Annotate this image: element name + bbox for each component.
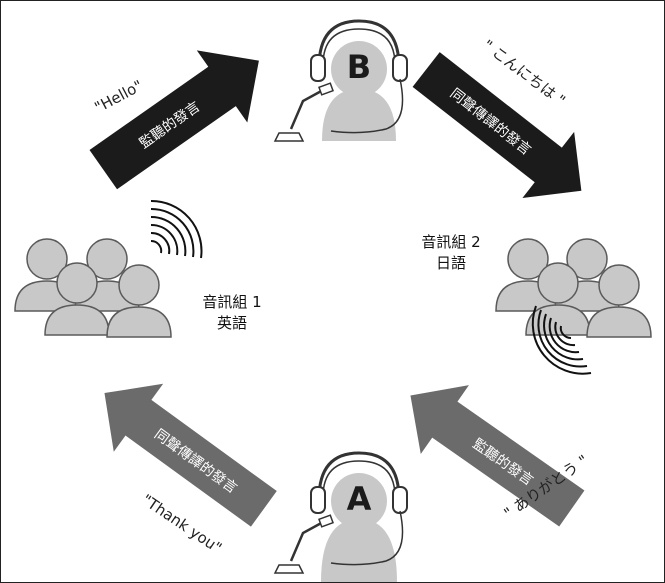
interpreter-b-badge: B bbox=[346, 48, 372, 86]
interpreter-a-badge: A bbox=[346, 480, 372, 518]
quote-hello: "Hello" bbox=[92, 76, 146, 116]
interpreter-b bbox=[273, 19, 408, 142]
channel-1-title: 音訊組 1 bbox=[202, 293, 262, 311]
headphone-right-icon bbox=[392, 486, 408, 514]
audience-right bbox=[495, 238, 652, 375]
channel-2-language: 日語 bbox=[435, 254, 466, 272]
interpreter-b-body bbox=[322, 89, 396, 141]
headphone-band-icon bbox=[317, 451, 401, 500]
channel-2-label: 音訊組 2 日語 bbox=[406, 232, 496, 274]
interpreter-a-head bbox=[331, 473, 387, 529]
microphone-icon bbox=[273, 82, 334, 142]
audience-left bbox=[14, 199, 203, 338]
microphone-icon bbox=[273, 514, 334, 574]
arrow-top-left: 監聽的發言 bbox=[89, 50, 259, 190]
headphone-cable bbox=[330, 510, 404, 566]
headphone-left-icon bbox=[310, 54, 326, 82]
channel-1-label: 音訊組 1 英語 bbox=[187, 292, 277, 334]
quote-thank-you: "Thank you" bbox=[139, 491, 225, 557]
channel-1-language: 英語 bbox=[216, 314, 247, 332]
arrow-bottom-right: 監聽的發言 bbox=[410, 385, 585, 527]
interpreter-a-body bbox=[321, 519, 397, 582]
headphone-cable bbox=[330, 78, 404, 134]
sound-waves-icon bbox=[531, 305, 592, 375]
headphone-band-icon bbox=[317, 19, 401, 68]
sound-waves-icon bbox=[150, 199, 203, 259]
interpreter-b-head bbox=[331, 41, 387, 97]
headphone-right-icon bbox=[392, 54, 408, 82]
headphone-left-icon bbox=[310, 486, 326, 514]
channel-2-title: 音訊組 2 bbox=[421, 233, 481, 251]
interpreter-a bbox=[273, 451, 408, 582]
